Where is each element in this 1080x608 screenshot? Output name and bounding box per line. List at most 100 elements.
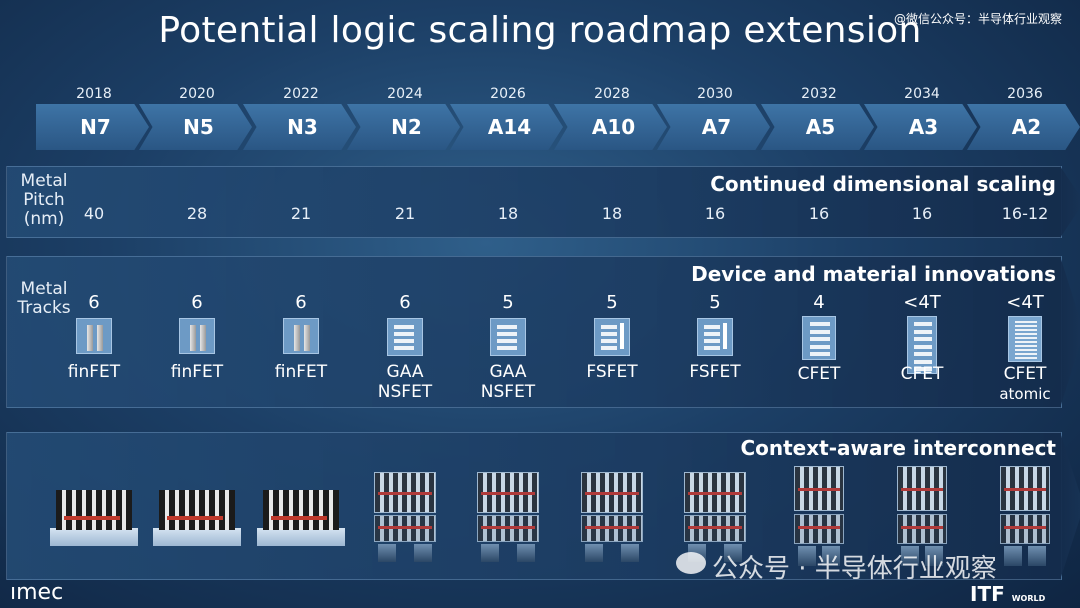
node-arrow: N5 — [139, 104, 252, 150]
metal-pitch-value: 18 — [601, 204, 623, 223]
stack-leg — [901, 546, 919, 566]
metal-tracks-value: <4T — [1006, 292, 1044, 313]
cell-red-line — [271, 516, 327, 520]
metal-tracks-value: 5 — [709, 292, 721, 313]
interconnect-stack — [477, 472, 539, 562]
scaling-band-arrow — [1060, 166, 1080, 238]
nanosheet-icon — [387, 318, 423, 356]
metal-pitch-value: 21 — [290, 204, 312, 223]
device-name: finFET — [251, 362, 351, 382]
device-name-line1: CFET — [797, 364, 841, 384]
stack-red-line — [798, 526, 840, 529]
node-year: 2020 — [179, 86, 215, 102]
sheet-shape — [704, 346, 720, 350]
stack-red-line — [1004, 526, 1046, 529]
itf-logo-text: ITF — [970, 582, 1005, 606]
node-arrow: A7 — [657, 104, 770, 150]
device-name-line1: FSFET — [586, 362, 638, 382]
scaling-band — [6, 166, 1062, 238]
device-name: CFET — [769, 364, 869, 384]
itf-logo-sub: WORLD — [1011, 594, 1046, 603]
metal-pitch-value: 16 — [704, 204, 726, 223]
sheet-shape — [1015, 353, 1037, 355]
node-name: N2 — [391, 115, 422, 139]
stack-red-line — [688, 526, 742, 529]
interconnect-stack — [374, 472, 436, 562]
metal-tracks-value: 6 — [295, 292, 307, 313]
metal-tracks-label-line1: Metal — [20, 279, 68, 299]
device-name: CFET — [872, 364, 972, 384]
metal-pitch-value: 16-12 — [1001, 204, 1049, 223]
stack-leg — [378, 544, 396, 562]
device-name: FSFET — [562, 362, 662, 382]
metal-pitch-label: Metal Pitch (nm) — [14, 172, 74, 229]
stack-leg — [798, 546, 816, 566]
cell-red-line — [64, 516, 120, 520]
stack-leg — [585, 544, 603, 562]
interconnect-band-arrow — [1060, 432, 1080, 580]
cell-base — [153, 528, 241, 546]
finfet-icon — [76, 318, 112, 354]
imec-logo: ımec — [10, 580, 64, 605]
stack-leg — [925, 546, 943, 566]
sheet-shape — [601, 346, 617, 350]
stack-leg — [1028, 546, 1046, 566]
fin-shape — [200, 325, 206, 351]
stack-red-line — [378, 526, 432, 529]
fin-shape — [304, 325, 310, 351]
sheet-shape — [704, 339, 720, 343]
sheet-shape — [914, 322, 932, 326]
sheet-shape — [914, 359, 932, 364]
node-year: 2026 — [490, 86, 526, 102]
sheet-shape — [1015, 329, 1037, 331]
metal-pitch-label-line3: (nm) — [23, 209, 65, 229]
device-name-line1: CFET — [900, 364, 944, 384]
stack-leg — [724, 544, 742, 562]
interconnect-stack — [684, 472, 746, 562]
cell-metal-stack — [263, 490, 339, 530]
sheet-shape — [810, 344, 830, 349]
metal-tracks-value: 5 — [606, 292, 618, 313]
scaling-title: Continued dimensional scaling — [710, 172, 1056, 196]
fin-shape — [294, 325, 300, 351]
node-name: A10 — [591, 115, 636, 139]
cfet-icon — [802, 316, 836, 360]
stack-lower — [794, 514, 844, 544]
node-arrow: N3 — [243, 104, 356, 150]
stack-leg — [621, 544, 639, 562]
cfet-tall-icon — [907, 316, 937, 374]
interconnect-title: Context-aware interconnect — [740, 436, 1056, 460]
node-year: 2024 — [387, 86, 423, 102]
device-name-line1: GAA — [489, 362, 527, 382]
fin-shape — [87, 325, 93, 351]
interconnect-stack — [1000, 466, 1050, 566]
metal-pitch-label-line1: Metal — [20, 171, 68, 191]
sheet-shape — [497, 325, 517, 329]
interconnect-stack — [897, 466, 947, 566]
metal-tracks-value: 5 — [502, 292, 514, 313]
stack-leg — [822, 546, 840, 566]
node-arrow: A10 — [554, 104, 667, 150]
device-name: finFET — [44, 362, 144, 382]
metal-tracks-value: 6 — [191, 292, 203, 313]
interconnect-finfet-cell — [50, 482, 138, 546]
node-year: 2028 — [594, 86, 630, 102]
device-name-line2: NSFET — [377, 382, 433, 402]
sheet-shape — [601, 325, 617, 329]
sheet-shape — [1015, 341, 1037, 343]
stack-red-line — [585, 491, 639, 495]
sheet-shape — [601, 339, 617, 343]
metal-pitch-value: 21 — [394, 204, 416, 223]
sheet-shape — [394, 332, 414, 336]
sheet-shape — [497, 339, 517, 343]
sheet-shape — [914, 329, 932, 334]
node-arrow: N7 — [36, 104, 149, 150]
device-name: FSFET — [665, 362, 765, 382]
nanosheet-icon — [490, 318, 526, 356]
sheet-shape — [1015, 325, 1037, 327]
metal-pitch-value: 28 — [186, 204, 208, 223]
sheet-shape — [914, 337, 932, 341]
stack-leg — [1004, 546, 1022, 566]
